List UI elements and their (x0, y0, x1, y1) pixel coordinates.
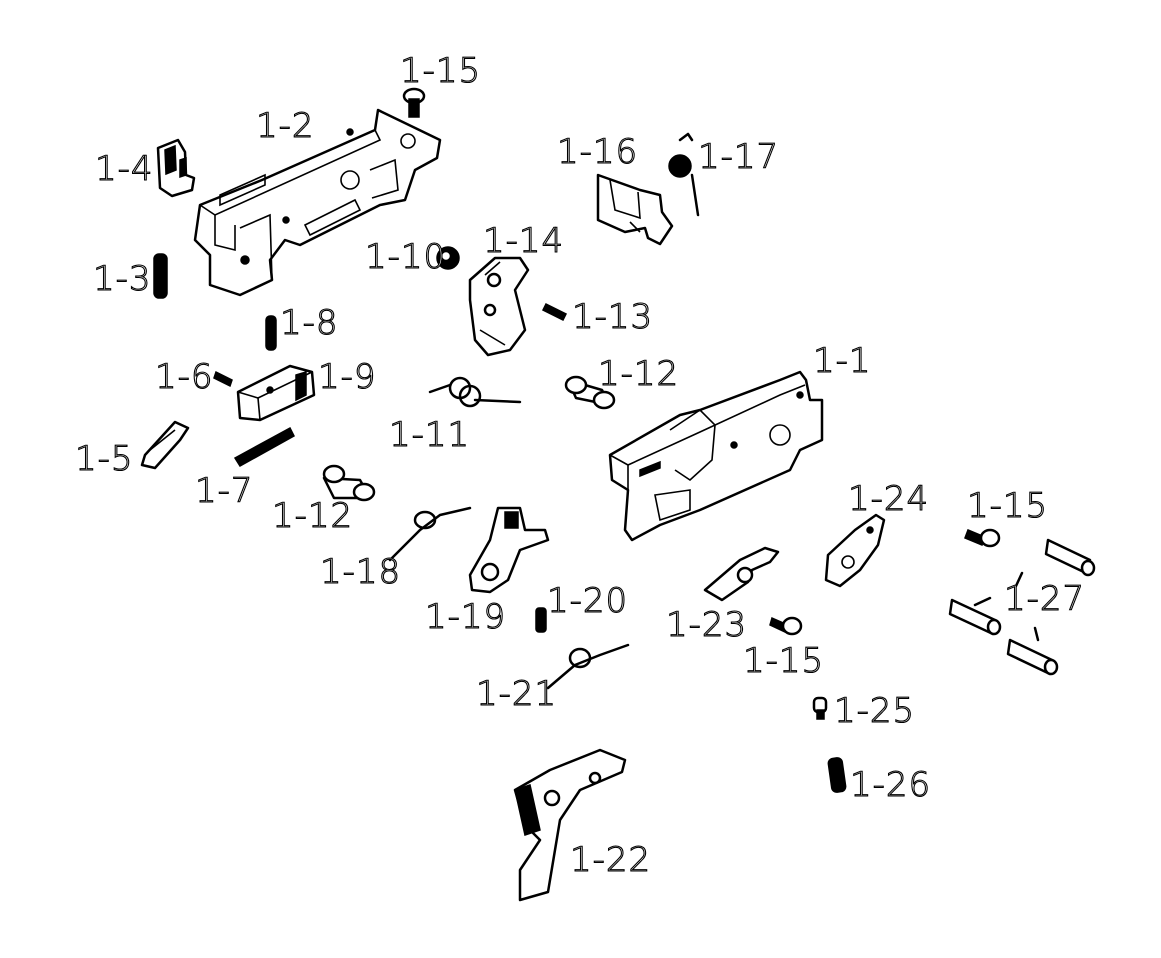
callout-1-23: 1-23 (666, 605, 747, 645)
part-1-2-frame-housing (193, 108, 442, 297)
callout-1-26: 1-26 (850, 765, 931, 805)
part-1-15-screw-top (402, 87, 426, 118)
callout-1-18: 1-18 (320, 552, 401, 592)
part-1-11-torsion-spring (428, 376, 522, 408)
callout-1-11: 1-11 (389, 415, 470, 455)
callout-labels: 1-15 1-2 1-4 1-3 1-10 1-14 1-16 1-17 1-8… (74, 50, 1085, 880)
callout-1-12-lower: 1-12 (272, 496, 353, 536)
callout-1-2: 1-2 (256, 106, 315, 146)
callout-1-24: 1-24 (848, 479, 929, 519)
callout-1-1: 1-1 (813, 341, 872, 381)
callout-1-16: 1-16 (557, 132, 638, 172)
callout-1-6: 1-6 (155, 357, 214, 397)
part-1-1-lower-frame (608, 370, 824, 542)
part-1-18-spring (388, 506, 472, 562)
part-1-5-lever (140, 420, 190, 470)
callout-1-4: 1-4 (95, 149, 154, 189)
part-1-12-cylinder-upper (564, 375, 616, 410)
part-1-20-spring (535, 607, 547, 633)
callout-1-5: 1-5 (75, 439, 134, 479)
callout-1-20: 1-20 (547, 581, 628, 621)
part-1-3-spring (153, 253, 168, 299)
part-1-19-sear (468, 506, 550, 594)
callout-1-15-right: 1-15 (967, 486, 1048, 526)
callout-1-14: 1-14 (483, 221, 564, 261)
callout-1-9: 1-9 (318, 357, 377, 397)
part-1-12-cylinder-left (322, 464, 376, 502)
part-1-6-pin (213, 370, 233, 388)
callout-1-27: 1-27 (1004, 579, 1085, 619)
callout-1-8: 1-8 (280, 303, 339, 343)
part-1-7-spring (233, 426, 295, 468)
callout-1-22: 1-22 (570, 840, 651, 880)
part-1-9-slider (236, 364, 316, 422)
callout-1-19: 1-19 (425, 597, 506, 637)
part-1-8-spring (265, 315, 277, 351)
part-1-16-bracket (596, 173, 674, 246)
callout-1-25: 1-25 (834, 691, 915, 731)
part-1-10-bushing (436, 246, 460, 270)
callout-1-7: 1-7 (195, 471, 254, 511)
callout-1-21: 1-21 (476, 674, 557, 714)
part-1-13-pin (541, 302, 568, 322)
callout-1-3: 1-3 (93, 259, 152, 299)
part-1-22-trigger (513, 748, 627, 902)
part-1-17-spring (668, 132, 700, 217)
part-1-25-screw (812, 696, 828, 720)
callout-1-15-lower: 1-15 (743, 641, 824, 681)
part-1-4-block (156, 138, 196, 198)
part-1-26-spring (827, 757, 847, 793)
callout-1-13: 1-13 (572, 297, 653, 337)
part-1-15-screw-lower (769, 616, 803, 636)
callout-1-17: 1-17 (698, 137, 779, 177)
callout-1-10: 1-10 (365, 237, 446, 277)
callout-1-15-top: 1-15 (400, 51, 481, 91)
callout-1-12-upper: 1-12 (598, 354, 679, 394)
part-1-23-lever (703, 546, 780, 602)
part-1-21-spring (546, 643, 630, 690)
part-1-14-hammer (468, 256, 530, 357)
part-1-24-plate (824, 513, 886, 588)
part-1-15-screw-right (964, 528, 1001, 548)
part-1-27-pins (948, 538, 1096, 676)
